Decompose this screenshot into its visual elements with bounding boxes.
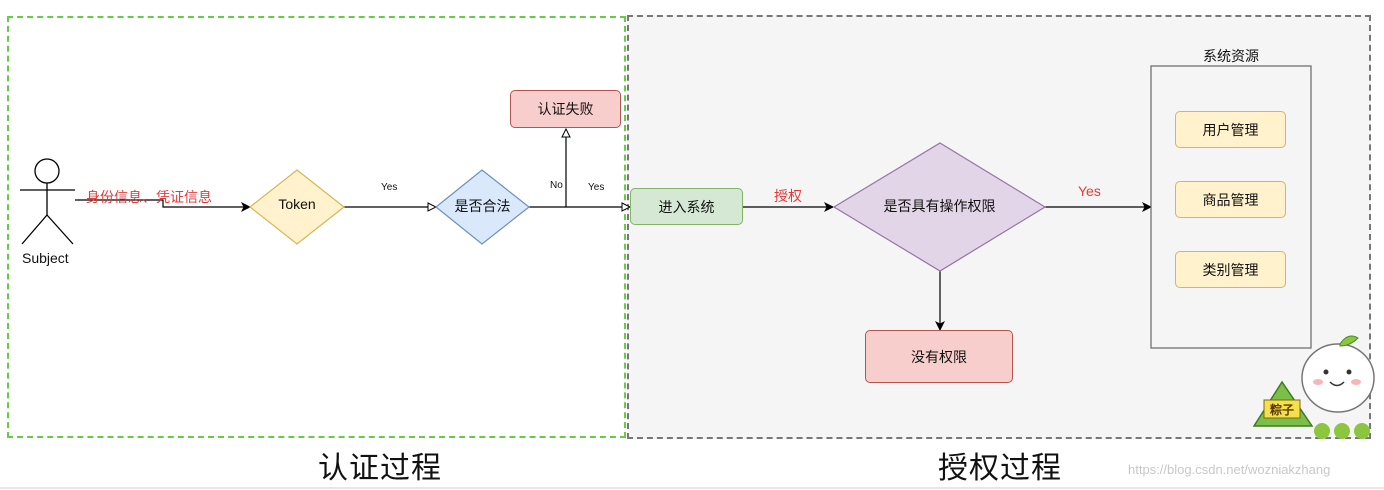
resource-category-management[interactable]: 类别管理 <box>1175 251 1286 288</box>
authorization-section-title: 授权过程 <box>938 451 1062 486</box>
token-diamond[interactable] <box>249 169 345 245</box>
zongzi-mascot-sticker <box>1252 335 1375 439</box>
authentication-section-title: 认证过程 <box>318 451 442 486</box>
legal-check-diamond[interactable] <box>435 169 530 245</box>
enter-system-node[interactable]: 进入系统 <box>630 188 743 225</box>
actor-icon <box>20 158 75 245</box>
resource-user-management[interactable]: 用户管理 <box>1175 111 1286 148</box>
sticker-text: 粽子 <box>1269 403 1294 417</box>
permission-check-label: 是否具有操作权限 <box>883 198 996 214</box>
watermark: https://blog.csdn.net/wozniakzhang <box>1128 462 1331 477</box>
bottom-divider <box>0 487 1384 489</box>
edge-actor-to-token <box>75 199 251 212</box>
authentication-zone <box>7 16 626 438</box>
resource-product-management[interactable]: 商品管理 <box>1175 181 1286 218</box>
credentials-edge-label: 身份信息、凭证信息 <box>86 189 212 205</box>
token-yes-label: Yes <box>381 182 398 193</box>
pass-yes-label: Yes <box>588 182 605 193</box>
actor-label: Subject <box>22 250 69 266</box>
permission-check-diamond[interactable] <box>832 142 1047 272</box>
token-label: Token <box>278 196 316 212</box>
legal-check-label: 是否合法 <box>454 198 511 214</box>
fail-no-label: No <box>550 180 563 191</box>
grant-edge-label: 授权 <box>774 188 802 204</box>
auth-fail-node[interactable]: 认证失败 <box>510 90 621 128</box>
perm-yes-label: Yes <box>1078 183 1101 199</box>
no-permission-node[interactable]: 没有权限 <box>865 330 1013 383</box>
resources-title: 系统资源 <box>1203 48 1259 64</box>
